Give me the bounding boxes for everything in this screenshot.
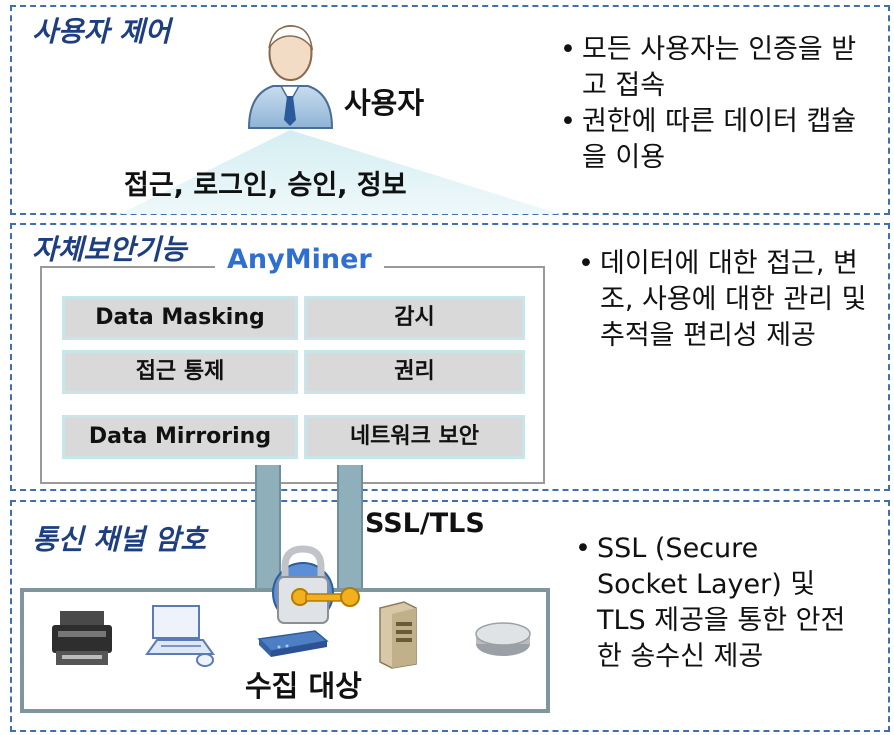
- module-monitoring: 감시: [304, 296, 525, 340]
- user-control-bullets: 모든 사용자는 인증을 받고 접속 권한에 따른 데이터 캡슐을 이용: [560, 32, 870, 176]
- channel-encryption-section: [10, 500, 890, 732]
- module-data-mirroring: Data Mirroring: [62, 415, 298, 459]
- channel-encryption-bullets: SSL (Secure Socket Layer) 및 TLS 제공을 통한 안…: [575, 531, 850, 675]
- anyminer-title: AnyMiner: [215, 244, 384, 275]
- self-security-bullets: 데이터에 대한 접근, 변조, 사용에 대한 관리 및 추적을 편리성 제공: [578, 246, 868, 354]
- self-security-section: [10, 223, 890, 491]
- lock-key-icon: [272, 545, 360, 624]
- protocol-label: SSL/TLS: [365, 508, 485, 539]
- module-rights: 권리: [304, 350, 525, 394]
- module-data-masking: Data Masking: [62, 296, 298, 340]
- bullet-item: 데이터에 대한 접근, 변조, 사용에 대한 관리 및 추적을 편리성 제공: [578, 246, 868, 354]
- bullet-item: 권한에 따른 데이터 캡슐을 이용: [560, 104, 870, 176]
- bullet-item: 모든 사용자는 인증을 받고 접속: [560, 32, 870, 104]
- module-access-control: 접근 통제: [62, 350, 298, 394]
- user-icon: [247, 25, 334, 129]
- user-label: 사용자: [344, 86, 425, 120]
- user-control-title: 사용자 제어: [32, 15, 171, 48]
- module-grid: Data Masking 감시 접근 통제 권리 Data Mirroring …: [60, 296, 544, 471]
- module-network-security: 네트워크 보안: [304, 415, 525, 459]
- server-icon: [379, 601, 417, 669]
- collection-target-label: 수집 대상: [245, 669, 362, 703]
- bullet-item: SSL (Secure Socket Layer) 및 TLS 제공을 통한 안…: [575, 531, 850, 675]
- printer-icon: [52, 611, 112, 665]
- disk-icon: [475, 622, 531, 656]
- channel-encryption-title: 통신 채널 암호: [32, 523, 207, 556]
- router-icon: [257, 630, 329, 657]
- access-flow-label: 접근, 로그인, 승인, 정보: [124, 170, 407, 201]
- laptop-icon: [145, 605, 215, 667]
- self-security-title: 자체보안기능: [32, 233, 187, 266]
